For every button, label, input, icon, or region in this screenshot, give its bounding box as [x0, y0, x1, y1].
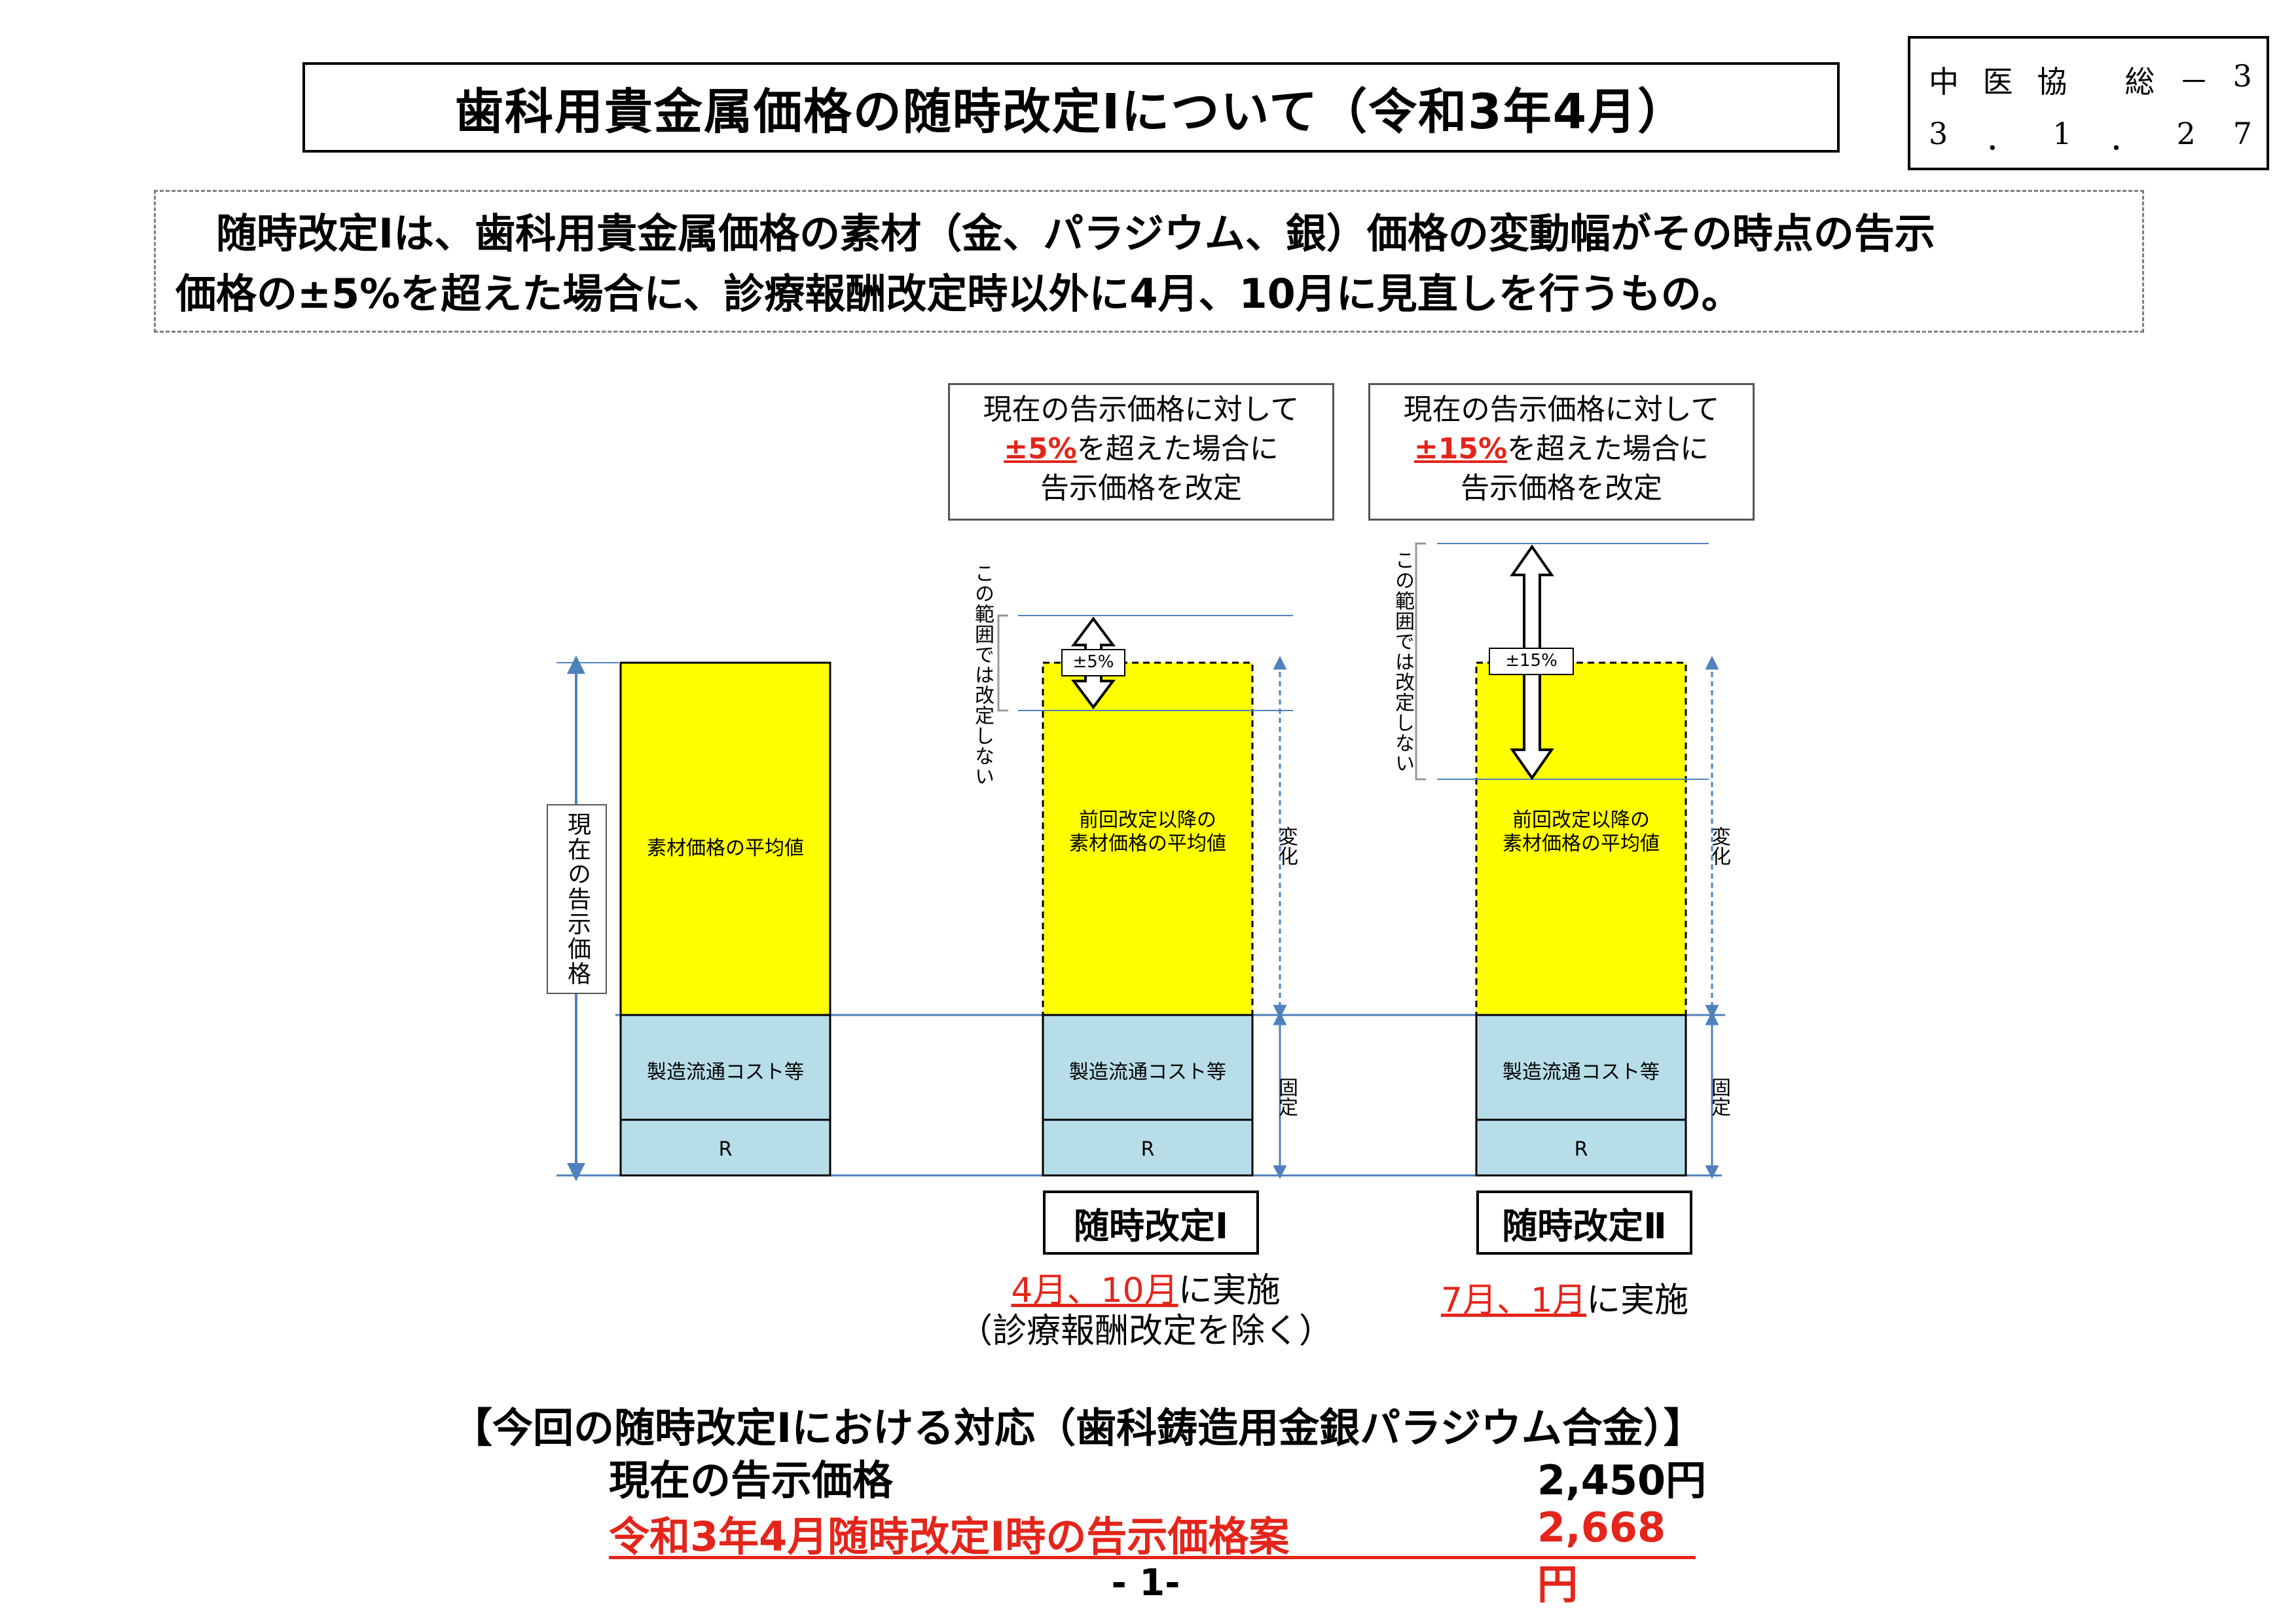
doc-tag-char: 医	[1982, 64, 2013, 100]
current-price-row-value: 2,450円	[1537, 1456, 1707, 1504]
callout-text-line2: ±15%を超えた場合に	[1370, 430, 1753, 469]
proposed-price-row: 令和3年4月随時改定Ⅰ時の告示価格案 2,668円	[609, 1504, 1696, 1608]
revision2-label-box: 随時改定Ⅱ	[1476, 1190, 1692, 1255]
revision2-schedule-rest: に実施	[1586, 1281, 1689, 1320]
doc-tag-char: 中	[1929, 64, 1959, 100]
proposed-price-row-value: 2,668円	[1537, 1504, 1666, 1608]
bar2-r	[1042, 1118, 1254, 1177]
document-tag-line1: 中 医 協 総 － 3	[1929, 58, 2252, 101]
bar3-manufacturing-cost	[1475, 1014, 1687, 1121]
callout-pct: ±15%	[1413, 432, 1508, 466]
revision2-months: 7月、1月	[1440, 1281, 1587, 1320]
range5-label: ±5%	[1072, 652, 1114, 672]
bar2-manufacturing-cost	[1042, 1014, 1254, 1121]
bar3-r	[1475, 1118, 1687, 1177]
callout-revision-1: 現在の告示価格に対して ±5%を超えた場合に 告示価格を改定	[948, 383, 1334, 521]
response-heading: 【今回の随時改定Ⅰにおける対応（歯科鋳造用金銀パラジウム合金）】	[452, 1404, 1704, 1452]
doc-tag-char: 7	[2232, 116, 2252, 151]
document-tag-line2: 3 ． 1 ． 2 7	[1929, 116, 2252, 159]
bar2-r-label: R	[1140, 1138, 1155, 1161]
bar3-r-label: R	[1574, 1138, 1588, 1161]
revision1-months: 4月、10月	[1011, 1271, 1178, 1310]
callout-text: 告示価格を改定	[1461, 471, 1662, 505]
bar1-r	[619, 1118, 831, 1177]
callout-text: 告示価格を改定	[1040, 471, 1242, 505]
no-revision-range-label-1: この範囲では改定しない	[971, 563, 994, 786]
bar1-blue-label: 製造流通コスト等	[647, 1061, 804, 1084]
bar2-yellow-label: 前回改定以降の 素材価格の平均値	[1043, 809, 1252, 856]
revision1-schedule: 4月、10月に実施 （診療報酬改定を除く）	[949, 1270, 1342, 1352]
callout-text: 現在の告示価格に対して	[1403, 393, 1720, 426]
bar3-material-price	[1475, 661, 1687, 1016]
intro-box: 随時改定Ⅰは、歯科用貴金属価格の素材（金、パラジウム、銀）価格の変動幅がその時点…	[154, 190, 2144, 333]
bar3-fixed-label: 固定	[1707, 1077, 1730, 1116]
callout-revision-2: 現在の告示価格に対して ±15%を超えた場合に 告示価格を改定	[1368, 383, 1755, 521]
bar3-change-label: 変化	[1707, 826, 1730, 866]
revision1-schedule-rest: に実施	[1178, 1271, 1281, 1310]
revision1-label-box: 随時改定Ⅰ	[1043, 1190, 1259, 1255]
revision1-schedule-line2: （診療報酬改定を除く）	[958, 1312, 1333, 1351]
revision1-label: 随時改定Ⅰ	[1073, 1205, 1229, 1247]
callout-text: を超えた場合に	[1076, 432, 1279, 466]
bar1-manufacturing-cost	[619, 1014, 831, 1121]
callout-pct: ±5%	[1004, 432, 1077, 466]
doc-tag-char: 協	[2037, 64, 2068, 100]
revision2-schedule: 7月、1月に実施	[1381, 1280, 1748, 1321]
bar2-blue-label: 製造流通コスト等	[1069, 1061, 1226, 1084]
no-revision-range-label-2: この範囲では改定しない	[1391, 550, 1414, 773]
doc-tag-char: 1	[2052, 116, 2072, 151]
doc-tag-char: ．	[2109, 122, 2140, 157]
range15-bracket	[1415, 542, 1426, 781]
bar2-yellow-label-line2: 素材価格の平均値	[1069, 832, 1226, 855]
intro-line1: 随時改定Ⅰは、歯科用貴金属価格の素材（金、パラジウム、銀）価格の変動幅がその時点…	[175, 210, 1935, 257]
doc-tag-char: 3	[2232, 58, 2252, 94]
intro-line2: 価格の±5%を超えた場合に、診療報酬改定時以外に4月、10月に見直しを行うもの。	[175, 270, 1742, 318]
bar3-blue-label: 製造流通コスト等	[1503, 1061, 1660, 1084]
range5-label-box	[1061, 649, 1125, 676]
bar2-change-label: 変化	[1275, 826, 1298, 866]
bar3-yellow-label: 前回改定以降の 素材価格の平均値	[1476, 809, 1686, 856]
revision2-label: 随時改定Ⅱ	[1502, 1205, 1667, 1247]
document-tag: 中 医 協 総 － 3 3 ． 1 ． 2 7	[1908, 36, 2269, 170]
doc-tag-char: 総	[2124, 64, 2155, 100]
bar2-material-price	[1042, 661, 1254, 1016]
proposed-price-row-label: 令和3年4月随時改定Ⅰ時の告示価格案	[609, 1513, 1290, 1560]
bar2-fixed-label: 固定	[1275, 1077, 1298, 1116]
bar1-yellow-label: 素材価格の平均値	[647, 837, 804, 860]
bar1-material-price	[619, 661, 831, 1016]
revision1-schedule-line1: 4月、10月に実施	[949, 1270, 1342, 1311]
range5-bracket	[997, 614, 1008, 712]
bar3-yellow-label-line2: 素材価格の平均値	[1503, 832, 1660, 855]
current-price-row-label: 現在の告示価格	[609, 1456, 894, 1504]
page-title: 歯科用貴金属価格の随時改定Ⅰについて（令和3年4月）	[302, 62, 1840, 153]
page-number: - 1-	[1111, 1562, 1180, 1604]
doc-tag-char: 2	[2176, 116, 2196, 151]
bar2-yellow-label-line1: 前回改定以降の	[1079, 809, 1216, 832]
doc-tag-char: 3	[1929, 116, 1948, 151]
doc-tag-char: ．	[1985, 122, 2016, 157]
callout-text: を超えた場合に	[1507, 432, 1709, 466]
page-title-text: 歯科用貴金属価格の随時改定Ⅰについて（令和3年4月）	[454, 83, 1688, 140]
bar3-yellow-label-line1: 前回改定以降の	[1512, 809, 1650, 832]
callout-text-line2: ±5%を超えた場合に	[950, 430, 1332, 469]
current-price-label-box: 現在の告示価格	[547, 804, 607, 994]
current-price-label: 現在の告示価格	[564, 812, 591, 986]
range15-label: ±15%	[1505, 651, 1558, 671]
doc-tag-char: －	[2178, 64, 2209, 100]
range15-label-box	[1489, 648, 1574, 675]
callout-text: 現在の告示価格に対して	[983, 393, 1300, 426]
bar1-r-label: R	[718, 1138, 733, 1161]
